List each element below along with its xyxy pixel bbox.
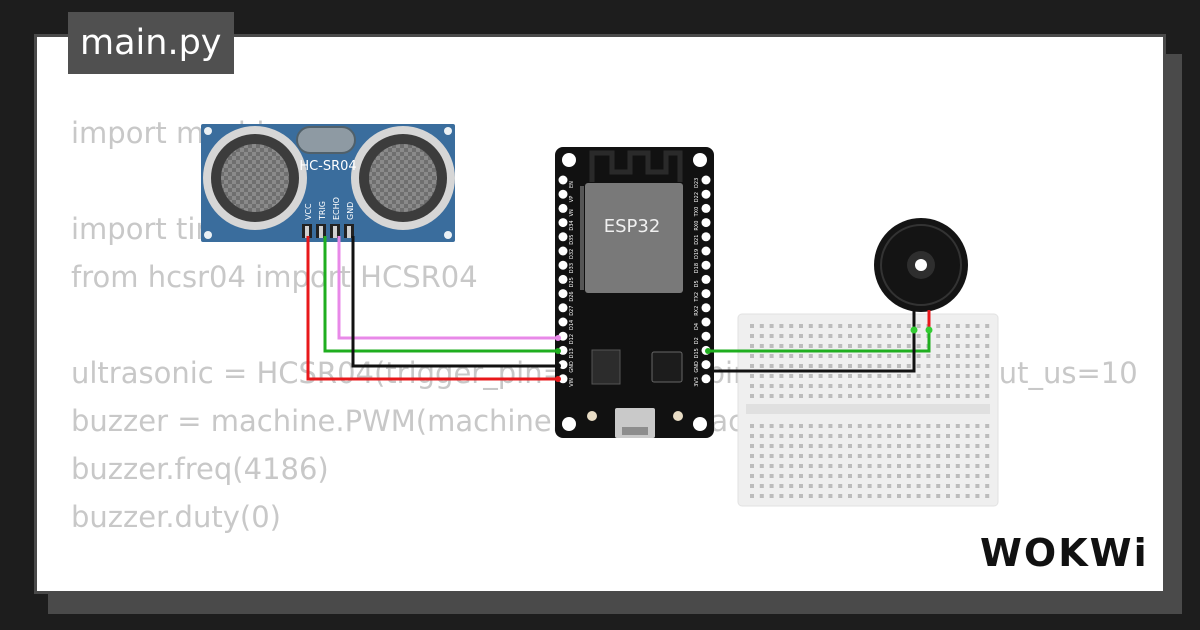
code-line: buzzer.freq(4186) [71,452,329,486]
esp32-pin-label: D25 [569,277,575,287]
wire-echo [337,236,558,340]
esp32-pin-label: D22 [694,192,700,202]
esp32-pin[interactable] [701,374,711,384]
esp32-board[interactable]: ESP32 ENVPVND34D35D32D33D25D26D27D14D12D… [555,147,714,438]
esp32-pin-label: D33 [569,263,575,273]
buzzer[interactable] [874,218,968,332]
wires [306,236,933,382]
wire-buzzer-signal [708,332,931,353]
esp32-pin[interactable] [558,289,568,299]
breadboard[interactable] [737,313,999,507]
sensor-pin-label: VCC [304,203,313,220]
esp32-pin-label: D4 [694,323,700,330]
esp32-pin[interactable] [701,246,711,256]
esp32-pin-label: D5 [694,280,700,287]
esp32-pin[interactable] [558,218,568,228]
esp32-pin-label: 3V3 [694,377,700,387]
esp32-pin-label: TX2 [694,292,700,303]
sensor-pins[interactable] [302,224,354,238]
esp32-pin-label: D21 [694,235,700,245]
esp32-pin-label: VP [569,196,575,202]
esp32-pin[interactable] [701,303,711,313]
esp32-pin[interactable] [558,303,568,313]
sensor-pin-label: GND [346,202,355,220]
esp32-pin[interactable] [558,260,568,270]
esp32-pin[interactable] [558,189,568,199]
sensor-label: HC-SR04 [299,159,356,174]
esp32-pin[interactable] [701,360,711,370]
esp32-pin[interactable] [701,260,711,270]
esp32-pin[interactable] [701,274,711,284]
esp32-pin-label: GND [569,361,575,373]
esp32-pin-label: D23 [694,178,700,188]
wokwi-logo-text: WOKWi [980,531,1149,575]
esp32-pin[interactable] [701,317,711,327]
esp32-pin-label: EN [569,181,575,188]
esp32-pin-label: D35 [569,235,575,245]
esp32-pin[interactable] [558,246,568,256]
esp32-pin-label: D18 [694,263,700,273]
sensor-pin-label: ECHO [332,197,341,220]
esp32-pin[interactable] [701,232,711,242]
esp32-pin-label: D15 [694,348,700,358]
esp32-pin-label: D34 [569,220,575,230]
esp32-pin-label: D19 [694,249,700,259]
esp32-pin-label: TX0 [694,207,700,218]
esp32-pin[interactable] [701,175,711,185]
wire-buzzer-gnd [708,332,916,373]
esp32-pin-label: D13 [569,348,575,358]
esp32-pin[interactable] [701,331,711,341]
esp32-pin[interactable] [558,232,568,242]
wire-trig [323,236,558,353]
breadboard-holes [750,324,990,498]
esp32-pin-label: VIN [569,378,575,387]
esp32-pin-label: D2 [694,337,700,344]
esp32-pin[interactable] [558,274,568,284]
esp32-label: ESP32 [604,216,661,237]
esp32-pin-label: RX0 [694,221,700,231]
wire-gnd-sensor [351,236,558,368]
esp32-pin[interactable] [558,317,568,327]
esp32-pin-label: D12 [569,334,575,344]
esp32-pin-label: D14 [569,320,575,330]
esp32-pin-label: GND [694,361,700,373]
transducer-left [203,126,307,230]
esp32-pin[interactable] [558,203,568,213]
wokwi-logo[interactable]: WOKWi [976,528,1152,578]
wire-vcc [306,236,558,381]
esp32-pin-label: RX2 [694,306,700,316]
esp32-pin[interactable] [558,345,568,355]
transducer-right [351,126,455,230]
esp32-pin-label: D26 [569,291,575,301]
esp32-pin[interactable] [558,374,568,384]
sensor-pin-label: TRIG [318,201,327,221]
esp32-pin-label: D27 [569,306,575,316]
esp32-pin-label: VN [569,209,575,216]
code-line: buzzer.duty(0) [71,500,281,534]
file-tab[interactable]: main.py [68,12,234,74]
esp32-pin[interactable] [558,175,568,185]
hc-sr04-sensor[interactable]: HC-SR04 VCC TRIG ECHO GND [201,124,455,242]
esp32-pin[interactable] [701,289,711,299]
esp32-pin[interactable] [701,203,711,213]
esp32-pin-label: D32 [569,249,575,259]
esp32-pin[interactable] [701,189,711,199]
esp32-pin[interactable] [701,218,711,228]
code-line: from hcsr04 import HCSR04 [71,260,478,294]
